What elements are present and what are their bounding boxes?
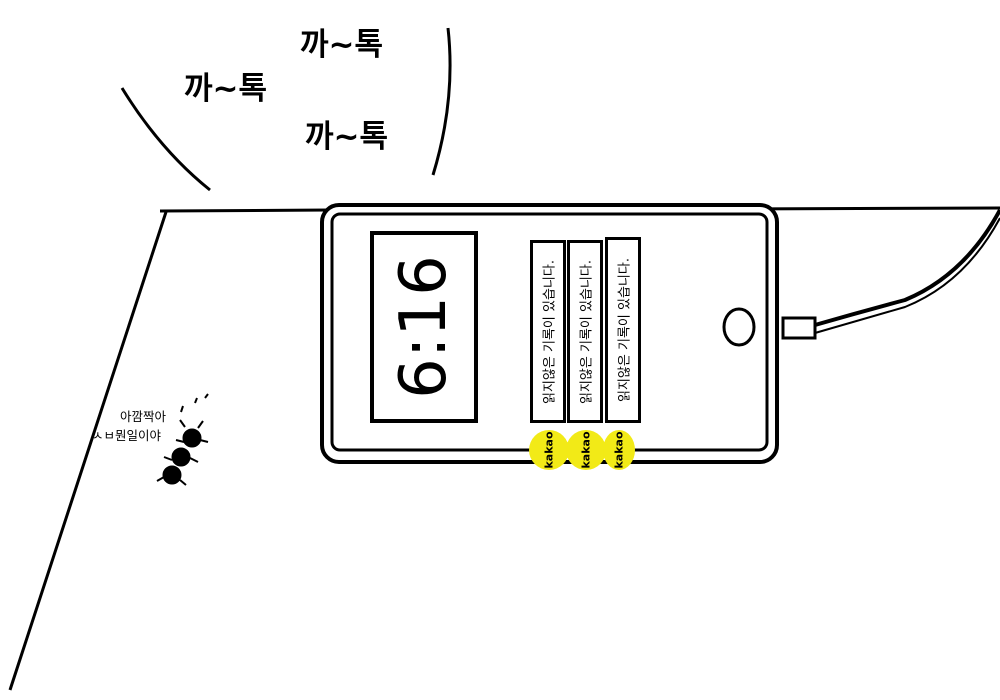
kakao-app-icon[interactable]: kakao [566, 430, 606, 470]
sound-effect-text: 까~톡 [305, 119, 389, 155]
table-edge-left [8, 211, 168, 691]
ant-speech: 아깜짝아 ㅅㅂ뭔일이야 [92, 407, 167, 445]
kakao-label: kakao [542, 431, 556, 469]
sound-effect-text: 까~톡 [184, 71, 268, 107]
notification-card[interactable]: 읽지않은 기록이 있습니다. [605, 237, 641, 423]
clock-display: 6:16 [387, 255, 461, 399]
vibration-line-right [431, 27, 452, 176]
home-button [722, 307, 756, 347]
notification-card[interactable]: 읽지않은 기록이 있습니다. [530, 240, 566, 423]
sound-effect-text: 까~톡 [300, 27, 384, 63]
ant-speech-line: 아깜짝아 [120, 409, 167, 424]
clock-widget [370, 231, 478, 423]
kakao-label: kakao [612, 431, 626, 469]
notification-text: 읽지않은 기록이 있습니다. [579, 259, 595, 404]
kakao-app-icon[interactable]: kakao [529, 430, 569, 470]
ant-group [156, 393, 209, 486]
vibration-line-left [120, 87, 211, 192]
notification-text: 읽지않은 기록이 있습니다. [542, 259, 558, 404]
notification-card[interactable]: 읽지않은 기록이 있습니다. [567, 240, 603, 423]
kakao-label: kakao [579, 431, 593, 469]
charger-cable [814, 209, 1000, 327]
charger-plug [781, 316, 817, 340]
kakao-app-icon[interactable]: kakao [603, 430, 635, 470]
notification-text: 읽지않은 기록이 있습니다. [617, 258, 633, 402]
ant-speech-line: ㅅㅂ뭔일이야 [92, 428, 162, 443]
